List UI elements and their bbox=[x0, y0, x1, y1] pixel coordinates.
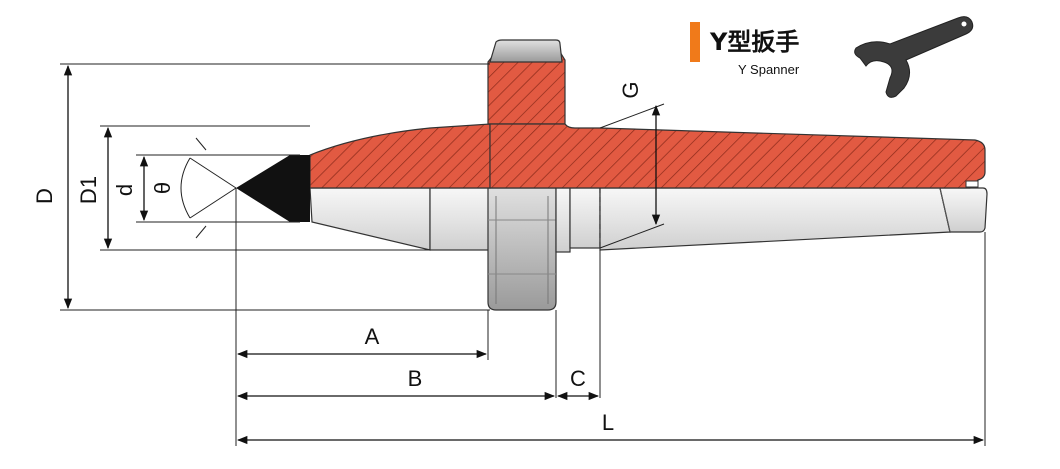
carbide-tip bbox=[236, 155, 310, 222]
label-G: G bbox=[618, 81, 643, 98]
construction-lines bbox=[60, 63, 986, 446]
legend-title-en: Y Spanner bbox=[738, 62, 800, 77]
sectioned-body bbox=[309, 39, 986, 189]
y-spanner-legend: Y型扳手 Y Spanner bbox=[690, 16, 974, 98]
label-A: A bbox=[365, 324, 380, 349]
label-C: C bbox=[570, 366, 586, 391]
y-spanner-icon bbox=[854, 16, 974, 98]
label-B: B bbox=[408, 366, 423, 391]
label-L: L bbox=[602, 410, 614, 435]
dimension-arrows bbox=[63, 64, 985, 445]
label-d: d bbox=[112, 184, 137, 196]
legend-accent-bar bbox=[690, 22, 700, 62]
label-D: D bbox=[32, 188, 57, 204]
label-D1: D1 bbox=[76, 176, 101, 204]
label-theta: θ bbox=[150, 182, 175, 194]
lower-body bbox=[309, 187, 988, 311]
legend-title-cn: Y型扳手 bbox=[709, 28, 799, 56]
